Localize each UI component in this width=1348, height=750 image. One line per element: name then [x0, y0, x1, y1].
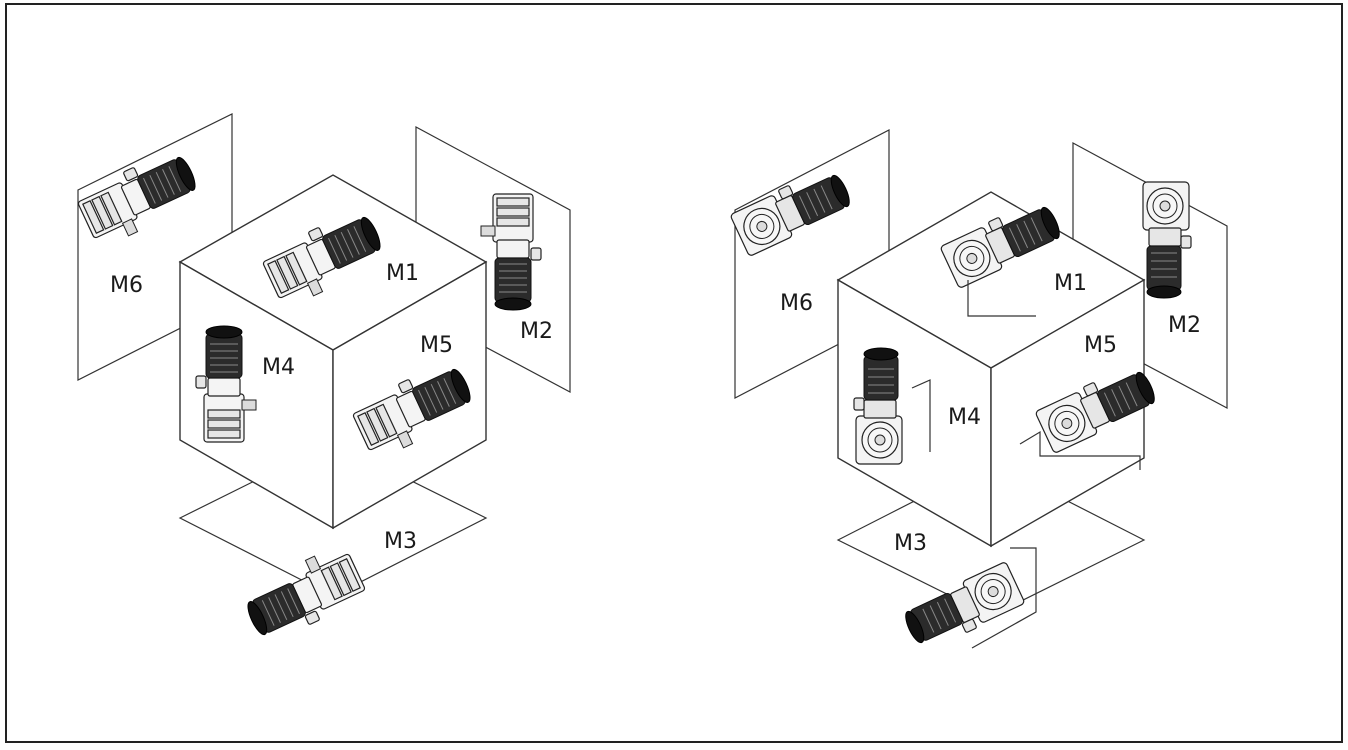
gearmotor-m6-icon [728, 163, 856, 258]
gearmotor-m2-icon [1142, 181, 1192, 299]
label-m5: M5 [1084, 333, 1117, 358]
label-m2: M2 [1168, 313, 1201, 338]
label-m6: M6 [780, 291, 813, 316]
label-m4: M4 [948, 405, 981, 430]
label-m1: M1 [1054, 271, 1087, 296]
label-m4: M4 [262, 355, 295, 380]
gearmotor-m3-icon [899, 560, 1027, 655]
label-m3: M3 [894, 531, 927, 556]
figure-border [5, 3, 1343, 743]
label-m2: M2 [520, 319, 553, 344]
diagram-right: M6 M1 M2 M4 M5 M3 [728, 129, 1228, 655]
diagram-left: M6 M1 M2 M4 M5 M3 [73, 113, 571, 647]
label-m5: M5 [420, 333, 453, 358]
gearmotor-m2-icon [480, 193, 542, 311]
gearmotor-m6-icon [73, 145, 206, 251]
label-m1: M1 [386, 261, 419, 286]
label-m3: M3 [384, 529, 417, 554]
label-m6: M6 [110, 273, 143, 298]
